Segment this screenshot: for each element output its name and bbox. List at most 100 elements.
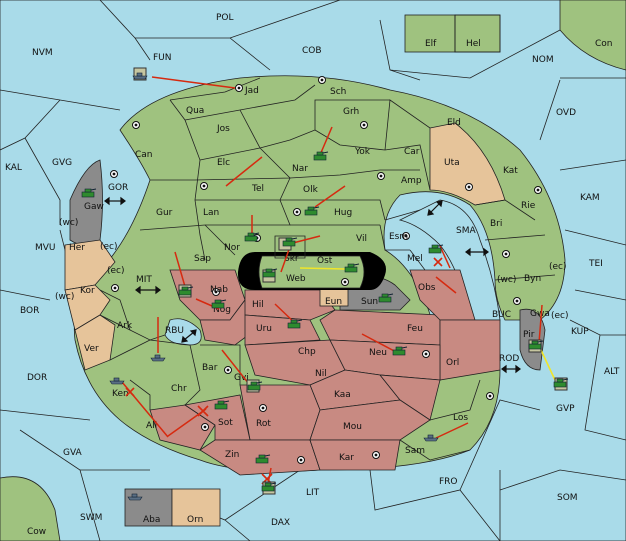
territory-her[interactable]: [64, 239, 116, 291]
label-gor: GOR: [108, 183, 128, 193]
territory-elf[interactable]: [404, 14, 456, 53]
label-nvm: NVM: [32, 48, 53, 58]
label-ark: Ark: [117, 321, 133, 331]
label-ost: Ost: [317, 256, 333, 266]
label-sot: Sot: [218, 418, 233, 428]
label-ec2: (ec): [549, 262, 567, 272]
label-amp: Amp: [401, 176, 422, 186]
label-gvg: GVG: [52, 158, 72, 168]
territory-ver[interactable]: [74, 314, 116, 371]
label-con: Con: [595, 39, 613, 49]
territory-hel[interactable]: [454, 14, 501, 53]
order-crosses: [125, 257, 443, 485]
label-kar: Kar: [339, 453, 354, 463]
sea-rbu-inlet: [164, 318, 202, 346]
passage-arrows: [104, 196, 521, 374]
unit-army-ost[interactable]: [344, 263, 360, 273]
units-layer[interactable]: [81, 72, 569, 501]
label-uta: Uta: [444, 158, 460, 168]
label-rod: ROD: [499, 354, 519, 364]
label-alt: ALT: [604, 367, 620, 377]
label-kam: KAM: [580, 193, 600, 203]
unit-army-gaw[interactable]: [81, 188, 97, 198]
label-buc: BUC: [492, 310, 511, 320]
unit-army-sun[interactable]: [378, 293, 394, 303]
label-rbu: RBU: [165, 326, 184, 336]
unit-army-nab[interactable]: [178, 286, 194, 296]
territory-mou[interactable]: [309, 399, 431, 441]
label-bri: Bri: [490, 219, 502, 229]
label-wc2: (wc): [497, 275, 516, 285]
unit-army-zin[interactable]: [255, 454, 271, 464]
label-nar: Nar: [292, 164, 308, 174]
label-fun: FUN: [153, 53, 172, 63]
unit-army-mel[interactable]: [428, 244, 444, 254]
label-elc: Elc: [217, 158, 230, 168]
unit-army-gvp[interactable]: [553, 378, 569, 388]
unit-army-web[interactable]: [262, 268, 278, 278]
territory-kor[interactable]: [64, 284, 111, 331]
label-sma: SMA: [456, 226, 476, 236]
label-bor: BOR: [20, 306, 39, 316]
label-mel: Mel: [407, 254, 423, 264]
label-esm: Esm: [389, 232, 408, 242]
label-skr: Skr: [284, 254, 299, 264]
unit-army-hug[interactable]: [304, 206, 320, 216]
unit-army-nar[interactable]: [313, 151, 329, 161]
territory-rot[interactable]: [239, 384, 321, 441]
label-can: Can: [135, 150, 153, 160]
unit-fleet-ken[interactable]: [109, 377, 125, 385]
label-dor: DOR: [27, 373, 47, 383]
label-car: Car: [404, 147, 420, 157]
label-aba: Aba: [143, 515, 160, 525]
label-rot: Rot: [256, 419, 271, 429]
label-jos: Jos: [216, 124, 230, 134]
label-sam: Sam: [405, 446, 425, 456]
label-qua: Qua: [186, 106, 204, 116]
label-olk: Olk: [303, 185, 319, 195]
label-pol: POL: [216, 13, 234, 23]
unit-fleet-sam[interactable]: [423, 434, 439, 442]
unit-fleet-aba[interactable]: [127, 493, 143, 501]
unit-army-skr[interactable]: [282, 237, 298, 247]
unit-army-pir[interactable]: [528, 340, 544, 350]
unit-fleet-fun[interactable]: [132, 72, 148, 80]
territory-orn[interactable]: [171, 488, 221, 527]
unit-army-gvi[interactable]: [247, 381, 263, 391]
territory-orl[interactable]: [439, 319, 501, 381]
label-bar: Bar: [202, 363, 218, 373]
label-ali: Ali: [146, 421, 157, 431]
territory-cow[interactable]: [0, 476, 61, 541]
label-yok: Yok: [354, 147, 371, 157]
label-rie: Rie: [521, 201, 536, 211]
label-mvu: MVU: [35, 243, 56, 253]
label-mit: MIT: [136, 275, 152, 285]
territory-web[interactable]: [258, 255, 365, 289]
label-web: Web: [286, 274, 306, 284]
label-byn: Byn: [524, 274, 541, 284]
label-nor: Nor: [224, 243, 240, 253]
unit-army-uru[interactable]: [287, 319, 303, 329]
unit-army-lit[interactable]: [261, 482, 277, 492]
territory-uru[interactable]: [244, 314, 321, 346]
label-lan: Lan: [203, 208, 219, 218]
label-orl: Orl: [446, 358, 459, 368]
unit-army-sot[interactable]: [214, 400, 230, 410]
unit-army-neu[interactable]: [392, 346, 408, 356]
label-mou: Mou: [343, 422, 362, 432]
label-tel: Tel: [251, 184, 264, 194]
label-gwa: Gwa: [530, 309, 550, 319]
unit-fleet-chr[interactable]: [150, 354, 166, 362]
label-jad: Jad: [244, 86, 259, 96]
label-fro: FRO: [439, 477, 458, 487]
unit-army-nog[interactable]: [211, 299, 227, 309]
territory-kar[interactable]: [309, 439, 401, 471]
label-kaa: Kaa: [334, 390, 351, 400]
label-lit: LIT: [306, 488, 320, 498]
label-eun: Eun: [325, 297, 342, 307]
unit-army-nor[interactable]: [244, 232, 260, 242]
label-her: Her: [69, 243, 85, 253]
supply-centers: [110, 76, 542, 464]
